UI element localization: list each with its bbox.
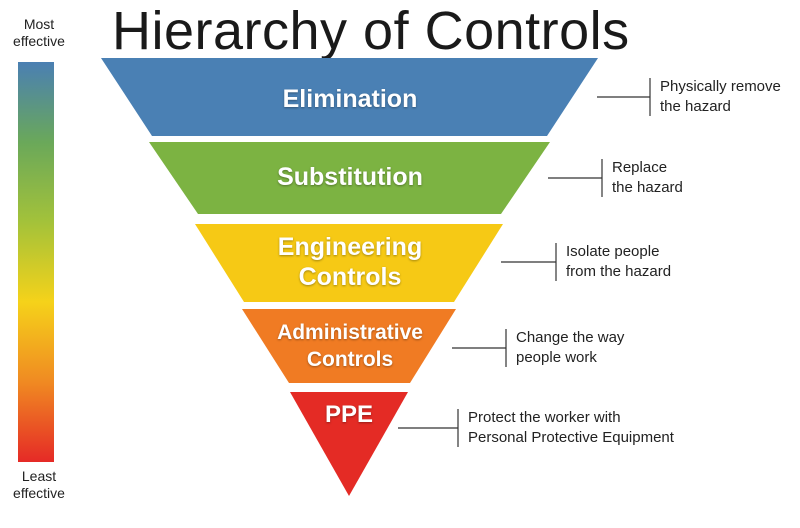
tier-administrative-label: Administrative Controls [250, 319, 450, 373]
most-effective-line1: Most [23, 16, 55, 32]
annotation-elimination-line1: Physically remove [660, 78, 781, 95]
annotation-engineering-line2: from the hazard [566, 263, 672, 280]
tier-elimination-shape [101, 58, 598, 136]
tier-engineering-line1: Engineering [277, 233, 423, 261]
tier-engineering-shape [195, 224, 503, 302]
tier-substitution-shape [149, 142, 550, 214]
annotation-engineering-line1: Isolate people [566, 243, 660, 260]
least-effective-line1: Least [21, 468, 57, 484]
annotation-elimination: Physically remove the hazard [660, 77, 781, 117]
annotation-substitution-line2: the hazard [612, 179, 683, 196]
tier-elimination-label: Elimination [250, 84, 450, 114]
annotation-substitution-line1: Replace [612, 159, 668, 176]
tier-administrative-line1: Administrative [277, 321, 423, 344]
annotation-engineering: Isolate people from the hazard [566, 242, 671, 282]
tier-ppe-label: PPE [300, 400, 398, 430]
most-effective-label: Most effective [0, 16, 78, 50]
least-effective-label: Least effective [0, 468, 78, 502]
tier-substitution-label: Substitution [250, 162, 450, 192]
tier-administrative-line2: Controls [306, 348, 394, 371]
tier-substitution-line1: Substitution [277, 163, 423, 191]
annotation-ppe: Protect the worker with Personal Protect… [468, 408, 674, 448]
annotation-administrative: Change the way people work [516, 328, 624, 368]
most-effective-line2: effective [13, 33, 65, 49]
tier-engineering-label: Engineering Controls [240, 232, 460, 292]
tier-ppe-shape [290, 392, 408, 496]
annotation-administrative-line2: people work [516, 349, 597, 366]
annotation-elimination-line2: the hazard [660, 98, 731, 115]
effectiveness-gradient-bar [18, 62, 54, 462]
least-effective-line2: effective [13, 485, 65, 501]
page-title: Hierarchy of Controls [112, 1, 630, 61]
tier-engineering-line2: Controls [298, 263, 402, 291]
annotation-administrative-line1: Change the way [516, 329, 625, 346]
tier-elimination-line1: Elimination [282, 85, 418, 113]
annotation-substitution: Replace the hazard [612, 158, 683, 198]
tier-administrative-shape [242, 309, 456, 383]
annotation-ppe-line2: Personal Protective Equipment [468, 429, 674, 446]
tier-ppe-line1: PPE [324, 401, 374, 428]
annotation-ppe-line1: Protect the worker with [468, 409, 621, 426]
